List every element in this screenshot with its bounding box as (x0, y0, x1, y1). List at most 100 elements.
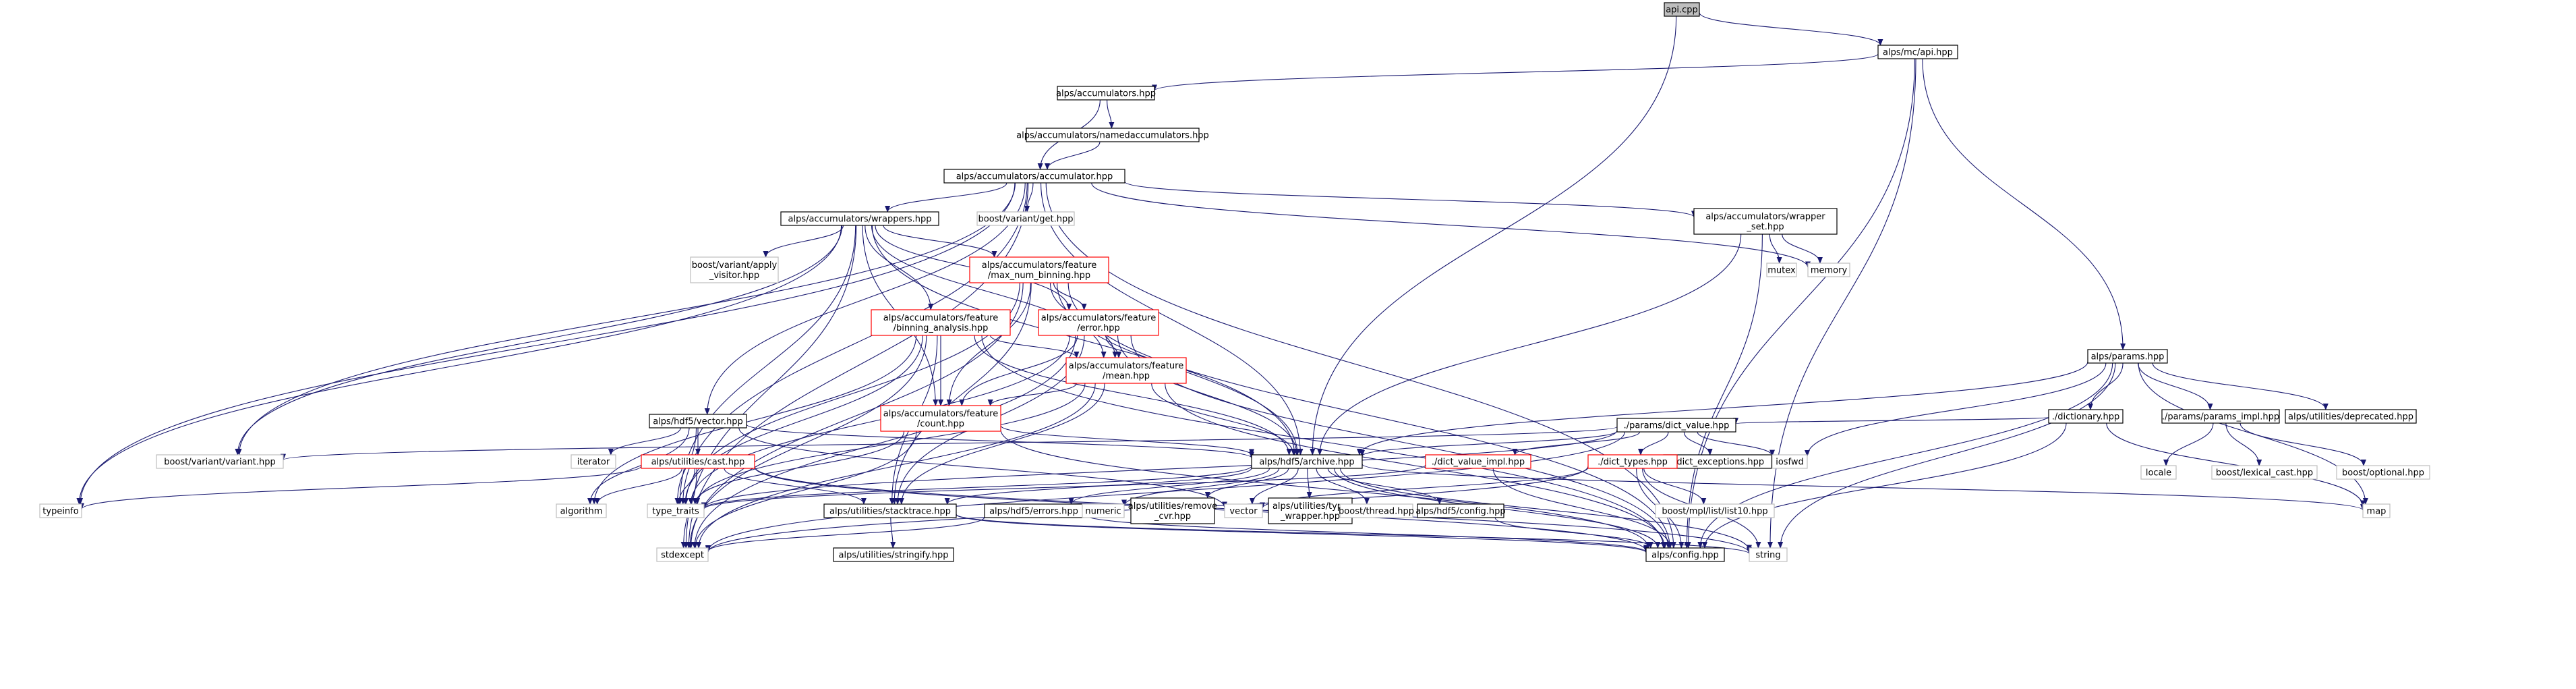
node-type_wrapper[interactable]: alps/utilities/type_wrapper.hpp (1268, 497, 1353, 524)
edge-mean-to-hdf5_archive (1151, 383, 1297, 456)
edge-max_num_binning-to-stacktrace (891, 282, 1032, 505)
node-accumulators[interactable]: alps/accumulators.hpp (1056, 86, 1156, 101)
node-dict_value[interactable]: ./params/dict_value.hpp (1616, 418, 1736, 433)
node-stacktrace[interactable]: alps/utilities/stacktrace.hpp (823, 503, 957, 518)
edge-dict_value_impl-to-type_traits (701, 464, 1426, 510)
edge-accumulator-to-hdf5_archive (1041, 182, 1304, 456)
node-typeinfo[interactable]: typeinfo (39, 503, 82, 518)
edge-error-to-hdf5_archive (1117, 335, 1299, 456)
node-wrapper_set[interactable]: alps/accumulators/wrapper_set.hpp (1693, 208, 1838, 235)
edge-dictionary-to-dict_value (1733, 416, 2049, 425)
node-max_num_binning[interactable]: alps/accumulators/feature/max_num_binnin… (969, 256, 1109, 283)
node-box-deprecated (2285, 409, 2417, 424)
node-mc_api[interactable]: alps/mc/api.hpp (1877, 45, 1958, 59)
node-namedacc[interactable]: alps/accumulators/namedaccumulators.hpp (1016, 128, 1209, 142)
node-algorithm[interactable]: algorithm (556, 503, 607, 518)
node-label-variant-line-0: boost/variant/variant.hpp (164, 458, 276, 468)
node-box-stacktrace (823, 503, 957, 518)
node-label-max_num_binning-line-0: alps/accumulators/feature (982, 260, 1096, 271)
node-label-hdf5_archive-line-0: alps/hdf5/archive.hpp (1259, 458, 1354, 468)
edge-wrappers-to-variant (235, 225, 843, 456)
edge-count-to-stdexcept (692, 431, 917, 549)
node-utilities_cast[interactable]: alps/utilities/cast.hpp (641, 454, 755, 469)
node-mutex[interactable]: mutex (1766, 263, 1797, 277)
node-memory[interactable]: memory (1807, 263, 1850, 277)
node-label-hdf5_errors-line-0: alps/hdf5/errors.hpp (989, 507, 1078, 517)
node-label-dict_value-line-0: ./params/dict_value.hpp (1624, 421, 1730, 431)
edge-wrappers-to-max_num_binning (883, 225, 997, 258)
edge-mc_api-to-alps_config (1685, 58, 1915, 549)
edge-stacktrace-to-stringify (890, 517, 896, 549)
node-hdf5_vector[interactable]: alps/hdf5/vector.hpp (649, 414, 747, 429)
node-box-binning_analysis (871, 309, 1011, 336)
node-wrappers[interactable]: alps/accumulators/wrappers.hpp (780, 211, 939, 226)
node-hdf5_archive[interactable]: alps/hdf5/archive.hpp (1251, 454, 1363, 469)
node-label-numeric-line-0: numeric (1085, 507, 1121, 517)
node-lexical_cast[interactable]: boost/lexical_cast.hpp (2211, 465, 2318, 480)
edge-hdf5_archive-to-hdf5_errors (1068, 468, 1270, 505)
node-box-locale (2140, 465, 2177, 480)
edge-error-to-mean (1105, 335, 1122, 358)
node-dictionary[interactable]: ./dictionary.hpp (2048, 409, 2124, 424)
node-numeric[interactable]: numeric (1082, 503, 1125, 518)
node-map[interactable]: map (2362, 503, 2391, 518)
edge-params-to-dictionary (2087, 362, 2124, 410)
node-deprecated[interactable]: alps/utilities/deprecated.hpp (2285, 409, 2417, 424)
node-alps_config[interactable]: alps/config.hpp (1645, 547, 1725, 562)
edge-params_impl-to-locale (2163, 422, 2214, 466)
edge-wrapper_set-to-alps_config (1684, 233, 1763, 549)
edge-hdf5_archive-to-string (1340, 468, 1752, 552)
node-box-utilities_cast (641, 454, 755, 469)
node-box-mc_api (1877, 45, 1958, 59)
node-stdexcept[interactable]: stdexcept (656, 547, 709, 562)
node-boost_thread[interactable]: boost/thread.hpp (1339, 503, 1414, 518)
node-label-dict_exceptions-line-0: ./dict_exceptions.hpp (1671, 458, 1764, 468)
node-iterator[interactable]: iterator (570, 454, 616, 469)
node-error[interactable]: alps/accumulators/feature/error.hpp (1038, 309, 1159, 336)
edge-accumulator-to-stdexcept (686, 182, 1029, 549)
node-label-count-line-1: /count.hpp (917, 419, 964, 429)
node-label-mc_api-line-0: alps/mc/api.hpp (1883, 48, 1953, 58)
node-params[interactable]: alps/params.hpp (2087, 349, 2168, 364)
node-box-stringify (833, 547, 954, 562)
edge-mc_api-to-string (1767, 58, 1916, 549)
node-box-wrapper_set (1693, 208, 1838, 235)
node-variant_get[interactable]: boost/variant/get.hpp (976, 211, 1075, 226)
node-label-hdf5_config-line-0: alps/hdf5/config.hpp (1415, 507, 1505, 517)
node-label-iosfwd-line-0: iosfwd (1776, 458, 1804, 468)
node-box-mutex (1766, 263, 1797, 277)
node-dict_exceptions[interactable]: ./dict_exceptions.hpp (1663, 454, 1772, 469)
node-label-remove_cvr-line-1: _cvr.hpp (1154, 512, 1191, 522)
node-box-alps_config (1645, 547, 1725, 562)
node-dict_value_impl[interactable]: ./dict_value_impl.hpp (1425, 454, 1531, 469)
node-count[interactable]: alps/accumulators/feature/count.hpp (880, 405, 1001, 432)
node-locale[interactable]: locale (2140, 465, 2177, 480)
node-api_cpp[interactable]: api.cpp (1664, 2, 1700, 17)
edge-accumulator-to-wrapper_set (1124, 181, 1697, 218)
node-box-typeinfo (39, 503, 82, 518)
node-list10[interactable]: boost/mpl/list/list10.hpp (1655, 503, 1775, 518)
node-iosfwd[interactable]: iosfwd (1772, 454, 1808, 469)
node-apply_visitor[interactable]: boost/variant/apply_visitor.hpp (690, 256, 779, 283)
node-box-hdf5_vector (649, 414, 747, 429)
nodes-layer: api.cpp alps/mc/api.hpp alps/accumulators.… (39, 2, 2430, 562)
node-stringify[interactable]: alps/utilities/stringify.hpp (833, 547, 954, 562)
node-params_impl[interactable]: ./params/params_impl.hpp (2161, 409, 2280, 424)
node-binning_analysis[interactable]: alps/accumulators/feature/binning_analys… (871, 309, 1011, 336)
node-string[interactable]: string (1749, 547, 1788, 562)
node-dict_types[interactable]: ./dict_types.hpp (1587, 454, 1678, 469)
node-mean[interactable]: alps/accumulators/feature/mean.hpp (1065, 357, 1187, 384)
node-label-vector-line-0: vector (1229, 507, 1258, 517)
node-box-params_impl (2161, 409, 2280, 424)
edge-wrappers-to-apply_visitor (763, 225, 844, 258)
node-hdf5_errors[interactable]: alps/hdf5/errors.hpp (984, 503, 1084, 518)
node-label-params_impl-line-0: ./params/params_impl.hpp (2162, 412, 2279, 422)
node-label-stacktrace-line-0: alps/utilities/stacktrace.hpp (829, 507, 951, 517)
node-optional[interactable]: boost/optional.hpp (2336, 465, 2430, 480)
node-type_traits[interactable]: type_traits (647, 503, 705, 518)
node-remove_cvr[interactable]: alps/utilities/remove_cvr.hpp (1128, 497, 1217, 524)
node-variant[interactable]: boost/variant/variant.hpp (156, 454, 284, 469)
node-hdf5_config[interactable]: alps/hdf5/config.hpp (1415, 503, 1506, 518)
node-vector[interactable]: vector (1224, 503, 1263, 518)
node-accumulator[interactable]: alps/accumulators/accumulator.hpp (943, 169, 1125, 184)
